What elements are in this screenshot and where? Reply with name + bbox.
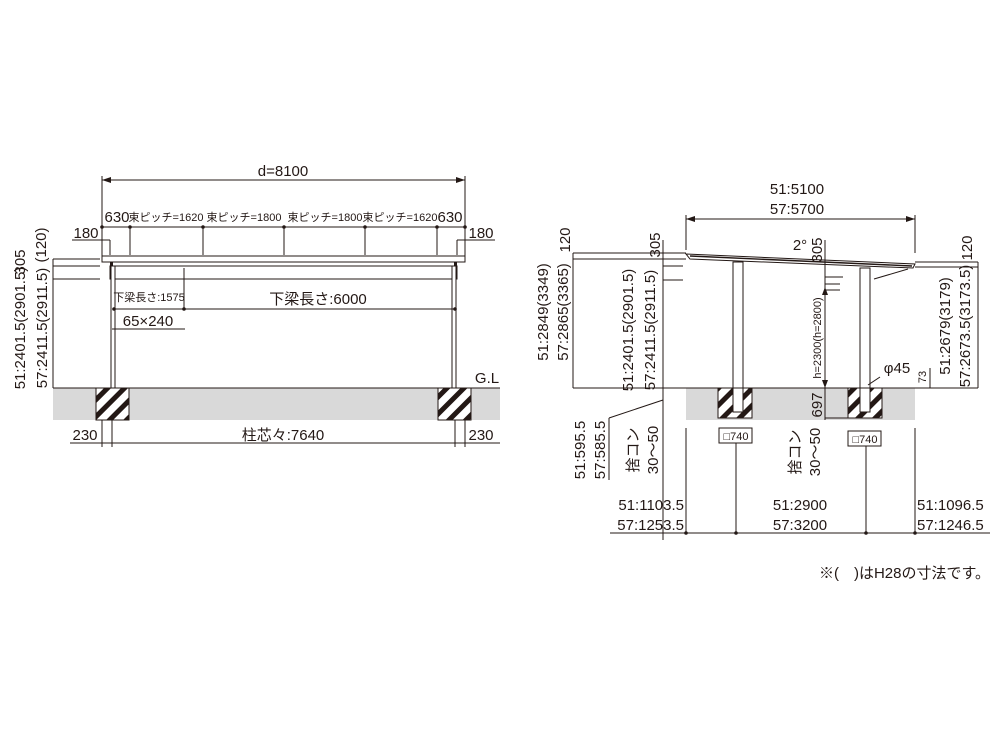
right-span-51: 51:1096.5	[917, 497, 984, 514]
left-span-57: 57:1253.5	[617, 517, 684, 534]
arrow-icon	[906, 216, 915, 222]
post-diameter: φ45	[884, 360, 910, 377]
pitch-label: 束ピッチ=1800	[288, 211, 363, 224]
total-height-51: 51:2849(3349)	[535, 263, 552, 361]
post-height-57: 57:2411.5(2911.5)	[642, 270, 659, 390]
mid-span-57: 57:3200	[773, 517, 827, 534]
end-overhang-left: 630	[104, 209, 129, 226]
upper-beam	[109, 265, 458, 280]
edge-right: 180	[468, 225, 493, 242]
footing-right: 230	[468, 427, 493, 444]
lower-beam-long: 下梁長さ:6000	[269, 291, 367, 308]
depth-51: 51:595.5	[572, 421, 589, 479]
overall-width-label: d=8100	[258, 163, 308, 180]
footing-size: □740	[724, 431, 749, 443]
roof-height: 305	[12, 249, 29, 274]
width-57: 57:5700	[770, 201, 824, 218]
height-57: 57:2411.5(2911.5)	[34, 268, 51, 388]
roof-panel	[101, 255, 466, 263]
height-51: 51:2401.5(2901.5)	[12, 267, 29, 390]
width-51: 51:5100	[770, 181, 824, 198]
slope-label: 2°	[793, 237, 807, 254]
depth-57: 57:585.5	[592, 421, 609, 479]
footing-left: 230	[72, 427, 97, 444]
lean-concrete-label: 捨コン	[624, 427, 642, 472]
right-height-57: 57:2673.5(3173.5)	[957, 265, 974, 388]
front-view: 51:5100 57:5700 2° φ45 □740 □740 120 51:…	[535, 181, 990, 540]
arrow-icon	[822, 287, 828, 295]
post-size: 65×240	[123, 313, 173, 330]
post-height-51: 51:2401.5(2901.5)	[620, 269, 637, 392]
right-height-51: 51:2679(3179)	[937, 277, 954, 375]
footing	[95, 387, 130, 421]
lean-concrete-thickness: 30〜50	[645, 426, 662, 474]
pitch-ticks	[100, 225, 467, 255]
lean-concrete-label: 捨コン	[786, 429, 804, 474]
right-span-57: 57:1246.5	[917, 517, 984, 534]
pitch-label: 束ピッチ=1800	[207, 211, 282, 224]
roof-305-left: 305	[647, 232, 664, 257]
post-center: 柱芯々:7640	[242, 427, 325, 444]
lower-beam-short: 下梁長さ:1575	[113, 290, 185, 304]
roof-height-h28: (120)	[33, 227, 50, 262]
lean-concrete-thickness: 30〜50	[807, 428, 824, 476]
footing	[437, 387, 472, 421]
offset-73: 73	[917, 371, 929, 383]
top-left-120: 120	[557, 227, 574, 252]
end-overhang-right: 630	[437, 209, 462, 226]
pitch-label: 束ピッチ=1620	[363, 211, 438, 224]
left-span-51: 51:1103.5	[618, 497, 684, 514]
arrow-icon	[102, 177, 111, 183]
arrow-icon	[456, 177, 465, 183]
footnote: ※( )はH28の寸法です。	[819, 565, 990, 582]
ground-label: G.L	[475, 370, 499, 387]
mid-span-51: 51:2900	[773, 497, 827, 514]
arrow-icon	[822, 380, 828, 388]
top-right-120: 120	[959, 235, 976, 260]
footing-size: □740	[853, 434, 878, 446]
roof-305-mid: 305	[809, 237, 826, 262]
clear-height: h=2300(h=2800)	[812, 297, 824, 378]
arrow-icon	[686, 216, 695, 222]
side-view: d=8100 630 束ピッチ=1620 束ピッチ=1800 束ピッチ=1800…	[12, 163, 500, 447]
embed-depth: 697	[809, 392, 826, 417]
total-height-57: 57:2865(3365)	[555, 263, 572, 361]
pitch-label: 束ピッチ=1620	[129, 211, 204, 224]
edge-left: 180	[73, 225, 98, 242]
